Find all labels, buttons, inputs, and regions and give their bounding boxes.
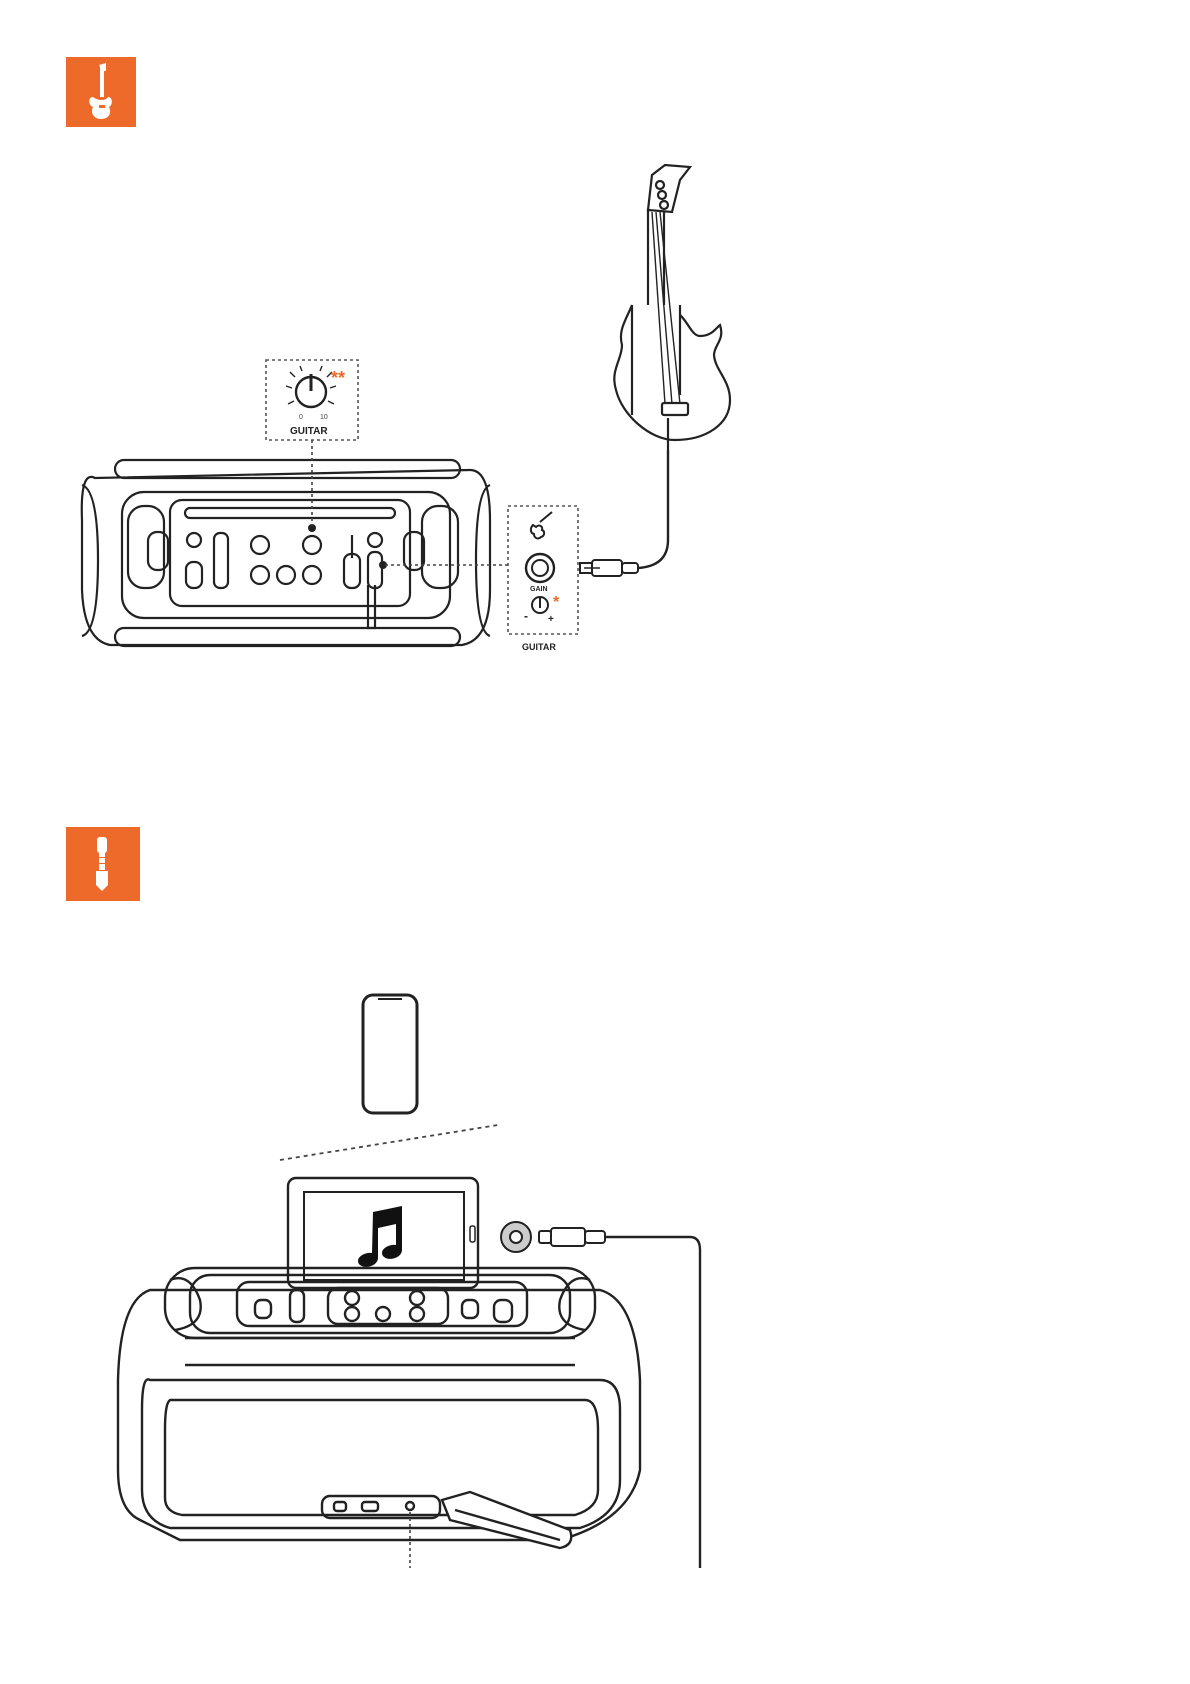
gain-label: GAIN [530, 586, 548, 593]
gain-plus: + [548, 614, 554, 625]
gain-minus: - [524, 609, 528, 623]
knob-marker: ** [331, 368, 345, 388]
speaker-front-illustration [118, 1268, 640, 1548]
knob-max-label: 10 [320, 414, 328, 421]
smartphone-illustration [363, 995, 417, 1113]
gain-marker: * [553, 594, 560, 611]
knob-label: GUITAR [290, 426, 328, 437]
guitar-small-icon [531, 512, 552, 538]
guitar-strings [652, 212, 680, 404]
guitar-connection-diagram: 0 10 ** GUITAR GAIN - + * GUITAR [0, 0, 1190, 760]
aux-cable-plug [539, 1228, 605, 1246]
aux-connection-diagram [0, 820, 1190, 1620]
electric-guitar-illustration [614, 165, 730, 450]
panel-caption: GUITAR [522, 642, 556, 652]
knob-min-label: 0 [299, 414, 303, 421]
guitar-cable [638, 450, 668, 568]
